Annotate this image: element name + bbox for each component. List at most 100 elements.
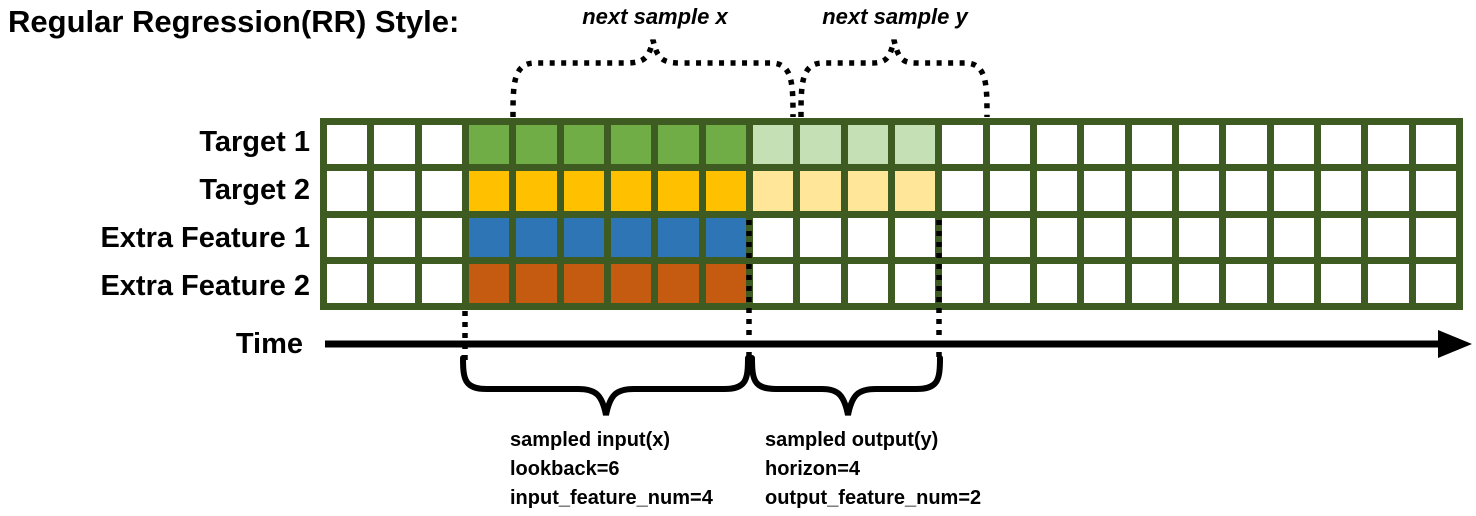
grid-cell — [1131, 263, 1172, 303]
grid-cell — [989, 217, 1030, 257]
grid-cell — [989, 125, 1030, 165]
grid-cell — [894, 263, 936, 303]
grid-cell — [800, 217, 841, 257]
time-axis-label: Time — [235, 328, 303, 360]
grid-cell — [327, 125, 368, 165]
grid-cell — [1131, 125, 1172, 165]
grid-cell — [610, 217, 652, 257]
grid-cell — [516, 125, 557, 165]
grid-cell — [1273, 217, 1314, 257]
grid-cell — [658, 263, 699, 303]
grid-cell — [1131, 217, 1172, 257]
grid-cell — [1036, 217, 1078, 257]
grid-cell — [1036, 125, 1078, 165]
next-sample-y-brace — [798, 39, 990, 118]
grid-cell — [563, 171, 604, 211]
grid-cell — [1036, 171, 1078, 211]
grid-cell — [327, 217, 368, 257]
grid-cell — [1084, 125, 1125, 165]
grid-cell — [1084, 217, 1125, 257]
time-axis-arrowhead — [1438, 330, 1472, 358]
grid-cell — [658, 171, 699, 211]
grid-cell — [942, 263, 983, 303]
input-feature-num-value: input_feature_num=4 — [510, 487, 713, 509]
row-label-extra-feature-1: Extra Feature 1 — [100, 222, 310, 254]
grid-cell — [1226, 125, 1267, 165]
grid-cell — [1273, 125, 1314, 165]
row-label-extra-feature-2: Extra Feature 2 — [100, 270, 310, 302]
next-sample-x-label: next sample x — [582, 4, 728, 29]
grid-cell — [1036, 263, 1078, 303]
grid-cell — [610, 171, 652, 211]
grid-cell — [1178, 125, 1220, 165]
grid-cell — [1320, 217, 1362, 257]
output-feature-num-value: output_feature_num=2 — [765, 487, 982, 509]
horizon-value: horizon=4 — [765, 458, 861, 480]
grid-cell — [1226, 263, 1267, 303]
sampled-output-title: sampled output(y) — [765, 429, 939, 451]
grid-cell — [1368, 125, 1409, 165]
grid-cell — [894, 171, 936, 211]
grid-cell — [1368, 171, 1409, 211]
grid-cell — [705, 217, 746, 257]
grid-cell — [374, 263, 415, 303]
lookback-value: lookback=6 — [510, 458, 620, 480]
grid-cell — [1178, 217, 1220, 257]
sample-grid — [320, 118, 1463, 310]
grid-cell — [1226, 217, 1267, 257]
grid-cell — [847, 217, 888, 257]
grid-cell — [800, 125, 841, 165]
grid-cell — [1415, 125, 1456, 165]
grid-cell — [752, 171, 794, 211]
grid-cell — [327, 263, 368, 303]
grid-cell — [1178, 263, 1220, 303]
grid-cell — [989, 171, 1030, 211]
grid-cell — [421, 263, 462, 303]
grid-cell — [421, 171, 462, 211]
grid-cell — [563, 217, 604, 257]
grid-cell — [1415, 263, 1456, 303]
grid-cell — [468, 217, 510, 257]
row-label-target-1: Target 1 — [199, 126, 310, 158]
grid-cell — [327, 171, 368, 211]
sampled-output-brace — [749, 355, 943, 416]
grid-cell — [705, 263, 746, 303]
grid-cell — [752, 125, 794, 165]
diagram-title: Regular Regression(RR) Style: — [8, 4, 460, 39]
sampled-output-annotation: sampled output(y) horizon=4 output_featu… — [765, 426, 981, 513]
grid-cell — [1084, 263, 1125, 303]
grid-cell — [658, 217, 699, 257]
grid-cell — [468, 263, 510, 303]
grid-cell — [894, 217, 936, 257]
grid-cell — [421, 217, 462, 257]
grid-cell — [705, 171, 746, 211]
grid-cell — [468, 125, 510, 165]
grid-cell — [1320, 125, 1362, 165]
grid-cell — [1226, 171, 1267, 211]
grid-cell — [800, 171, 841, 211]
grid-cell — [942, 171, 983, 211]
next-sample-x-brace — [510, 39, 796, 118]
row-label-target-2: Target 2 — [199, 174, 310, 206]
grid-cell — [1415, 171, 1456, 211]
grid-cell — [1415, 217, 1456, 257]
sampled-input-title: sampled input(x) — [510, 429, 671, 451]
grid-cell — [374, 171, 415, 211]
grid-cell — [468, 171, 510, 211]
grid-cell — [1273, 263, 1314, 303]
grid-cell — [1273, 171, 1314, 211]
grid-cell — [989, 263, 1030, 303]
grid-cell — [847, 171, 888, 211]
grid-cell — [563, 263, 604, 303]
grid-cell — [516, 217, 557, 257]
grid-cell — [374, 217, 415, 257]
grid-cell — [610, 125, 652, 165]
grid-cell — [705, 125, 746, 165]
grid-cell — [1131, 171, 1172, 211]
grid-cell — [1368, 217, 1409, 257]
grid-cell — [1178, 171, 1220, 211]
grid-cell — [894, 125, 936, 165]
sampled-input-annotation: sampled input(x) lookback=6 input_featur… — [510, 426, 713, 513]
next-sample-y-label: next sample y — [822, 4, 968, 29]
